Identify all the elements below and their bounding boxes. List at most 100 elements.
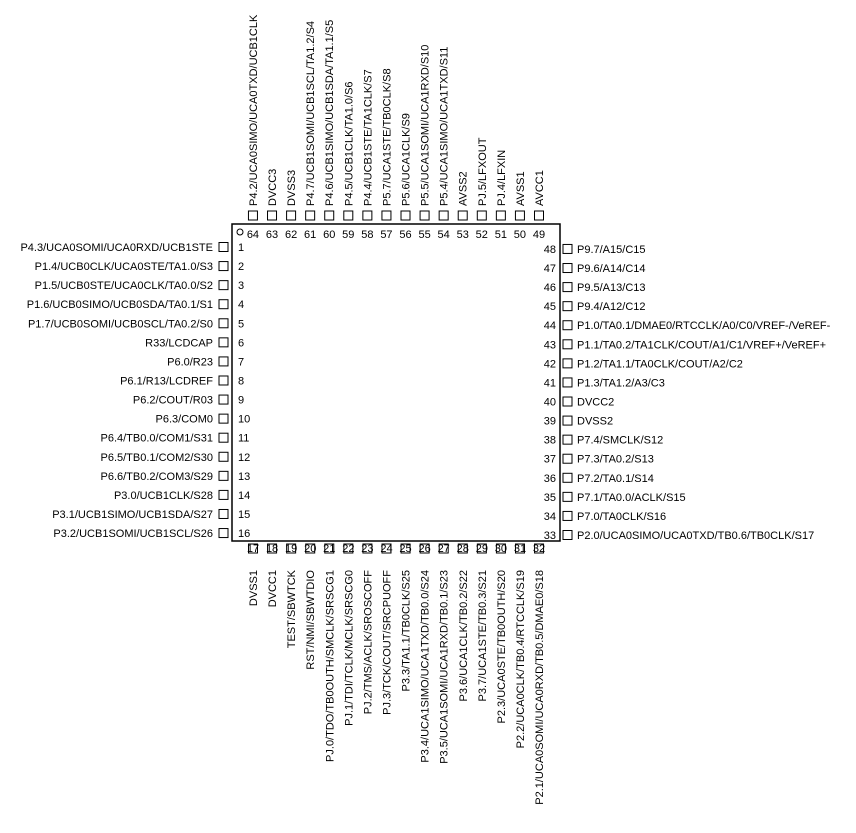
pin-pad (562, 282, 573, 293)
pin-label: P6.5/TB0.1/COM2/S30 (101, 452, 214, 464)
pin-pad (248, 543, 258, 554)
pin-7: 7 P6.0/R23 (167, 356, 244, 368)
pin-number: 34 (544, 511, 556, 523)
pin-number: 58 (361, 229, 373, 241)
pin-label: P3.1/UCB1SIMO/UCB1SDA/S27 (52, 509, 213, 521)
pin-label: P4.4/UCB1STE/TA1CLK/S7 (362, 69, 374, 206)
pin-number: 60 (323, 229, 335, 241)
pin-label: PJ.0/TDO/TB0OUTH/SMCLK/SRSCG1 (324, 570, 336, 762)
pin-label: PJ.5/LFXOUT (477, 137, 489, 206)
left-pin-group: 1P4.3/UCA0SOMI/UCA0RXD/UCB1STE2P1.4/UCB0… (20, 242, 250, 540)
pin-pad (218, 432, 229, 443)
pin-label: P1.2/TA1.1/TA0CLK/COUT/A2/C2 (577, 358, 743, 370)
pin1-indicator (236, 228, 244, 236)
pin-label: P6.1/R13/LCDREF (120, 375, 213, 387)
pin-label: P5.7/UCA1STE/TB0CLK/S8 (381, 68, 393, 206)
pin-pad (218, 451, 229, 462)
pin-pad (218, 413, 229, 424)
pin-pad (218, 261, 229, 272)
pin-label: P1.3/TA1.2/A3/C3 (577, 377, 665, 389)
pin-16: 16 P3.2/UCB1SOMI/UCB1SCL/S26 (53, 528, 250, 540)
pin-pad (381, 543, 392, 554)
pin-number: 29 (476, 543, 488, 555)
pin-pad (419, 210, 430, 221)
pin-number: 56 (399, 229, 411, 241)
pin-number: 26 (419, 543, 431, 555)
pin-label: P6.0/R23 (167, 356, 213, 368)
pin-pad (562, 415, 573, 426)
pin-number: 16 (238, 528, 250, 540)
pin-pad (419, 543, 430, 554)
pin-number: 49 (533, 229, 545, 241)
pin-pad (562, 491, 573, 502)
pin-label: P5.5/UCA1SOMI/UCA1RXD/S10 (420, 45, 432, 206)
pin-label: P3.2/UCB1SOMI/UCB1SCL/S26 (53, 528, 213, 540)
pin-number: 4 (238, 299, 244, 311)
pin-pad (218, 508, 229, 519)
pin-pad (476, 543, 487, 554)
pin-number: 35 (544, 492, 556, 504)
pin-number: 36 (544, 473, 556, 485)
pin-label: P9.5/A13/C13 (577, 282, 646, 294)
pin-number: 47 (544, 263, 556, 275)
pin-number: 64 (247, 229, 259, 241)
pin-pad (562, 453, 573, 464)
pin-number: 20 (304, 543, 316, 555)
pin-number: 48 (544, 244, 556, 256)
pin-label: PJ.2/TMS/ACLK/SROSCOFF (362, 570, 374, 715)
pin-label: DVSS1 (248, 570, 260, 606)
pin-label: P1.5/UCB0STE/UCA0CLK/TA0.0/S2 (35, 280, 213, 292)
pin-number: 44 (544, 320, 556, 332)
pin-46: 46 P9.5/A13/C13 (544, 282, 646, 294)
pin-3: 3P1.5/UCB0STE/UCA0CLK/TA0.0/S2 (35, 280, 244, 292)
pin-pad (218, 242, 229, 252)
pin-label: P7.4/SMCLK/S12 (577, 435, 663, 447)
pin-number: 2 (238, 261, 244, 273)
pin-label: P3.6/UCA1CLK/TB0.2/S22 (458, 570, 470, 701)
pin-label: DVSS2 (577, 416, 613, 428)
pin-number: 46 (544, 282, 556, 294)
pin-pad (218, 528, 229, 539)
pin-number: 41 (544, 377, 556, 389)
pin-label: P2.1/UCA0SOMI/UCA0RXD/TB0.5/DMAE0/S18 (534, 570, 546, 805)
pin-pad (562, 263, 573, 274)
pin-pad (562, 472, 573, 483)
pin-number: 10 (238, 414, 250, 426)
pin-pad (438, 543, 449, 554)
pin-number: 1 (238, 242, 244, 254)
pin-number: 28 (457, 543, 469, 555)
pin-pad (305, 543, 316, 554)
pin-number: 63 (266, 229, 278, 241)
pin-label: P5.4/UCA1SIMO/UCA1TXD/S11 (439, 47, 451, 206)
top-pin-group: 49AVCC150AVSS151PJ.4/LFXIN52PJ.5/LFXOUT5… (247, 14, 546, 241)
pin-label: P1.7/UCB0SOMI/UCB0SCL/TA0.2/S0 (28, 318, 213, 330)
pin-pad (495, 210, 506, 221)
pin-41: 41 P1.3/TA1.2/A3/C3 (544, 377, 665, 389)
pin-pad (381, 210, 392, 221)
pin-number: 11 (238, 433, 249, 445)
pin-label: AVSS2 (458, 171, 470, 206)
pin-number: 42 (544, 358, 556, 370)
pin-label: P4.6/UCB1SIMO/UCB1SDA/TA1.1/S5 (324, 20, 336, 206)
pin-number: 59 (342, 229, 354, 241)
pin-label: P5.6/UCA1CLK/S9 (401, 113, 413, 206)
pin-pad (495, 543, 506, 554)
pin-label: P6.4/TB0.0/COM1/S31 (101, 433, 214, 445)
pin-number: 7 (238, 356, 244, 368)
pin-pad (305, 210, 316, 221)
pin-label: P6.3/COM0 (156, 414, 213, 426)
